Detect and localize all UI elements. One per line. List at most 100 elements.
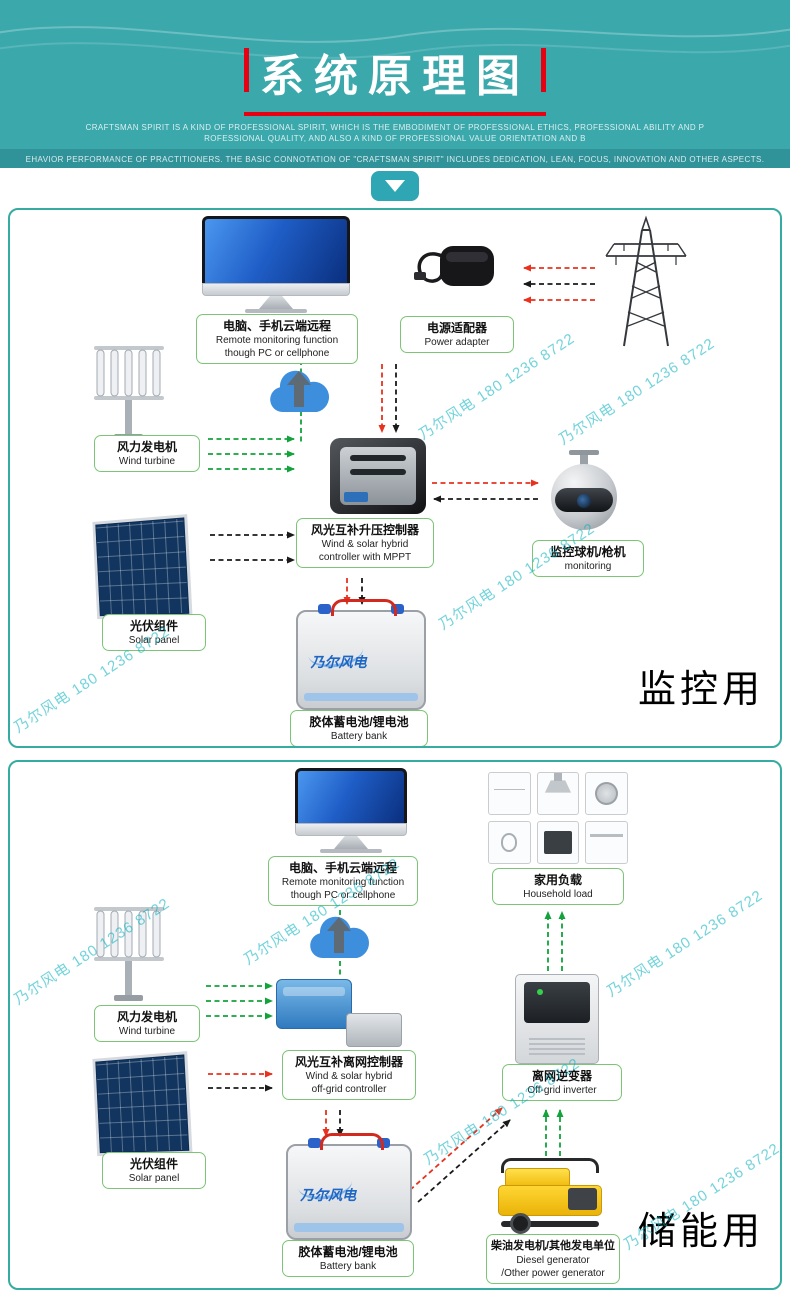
label-en-text: though PC or cellphone [290,890,396,901]
title-accent-left [244,48,249,92]
solar-panel-label: 光伏组件 Solar panel [102,614,206,651]
label-zh-text: 电脑、手机云端远程 [222,319,331,333]
header-banner: 系统原理图 CRAFTSMAN SPIRIT IS A KIND OF PROF… [0,0,790,168]
household-load-label: 家用负载 Household load [492,868,624,905]
label-en-text: Wind & solar hybrid [305,1071,393,1082]
battery-cable [330,599,398,616]
label-zh-text: 光伏组件 [129,619,178,633]
title-underline [244,112,546,116]
panel-usage-label: 监控用 [638,669,765,711]
label-zh-text: 柴油发电机/其他发电单位 [491,1240,616,1252]
label-zh-text: 胶体蓄电池/锂电池 [309,715,409,729]
label-en-text: Household load [523,889,593,900]
battery-image: 乃尔风电 [296,599,426,710]
battery-image: 乃尔风电 [286,1133,412,1240]
label-zh-text: 风力发电机 [116,440,177,454]
label-zh-text: 胶体蓄电池/锂电池 [298,1245,398,1259]
chevron-down-icon [371,171,419,201]
wind-turbine-label: 风力发电机 Wind turbine [94,1005,200,1042]
label-en-text: controller with MPPT [318,552,412,563]
label-en-text: Remote monitoring function [281,877,405,888]
computer-label: 电脑、手机云端远程 Remote monitoring function tho… [196,314,358,364]
battery-label: 胶体蓄电池/锂电池 Battery bank [290,710,428,746]
camera-lens [577,494,591,508]
generator-label: 柴油发电机/其他发电单位 Diesel generator /Other pow… [486,1234,620,1284]
controller-blue-unit [276,979,352,1029]
label-en-text: Solar panel [128,635,180,646]
hybrid-controller-image [330,438,426,514]
label-en-text: Diesel generator [516,1255,590,1266]
diesel-generator-image [494,1158,606,1234]
label-zh-text: 监控球机/枪机 [550,545,626,559]
label-en-text: Off-grid inverter [527,1085,597,1096]
subtitle-line-3: EHAVIOR PERFORMANCE OF PRACTITIONERS. TH… [25,155,765,164]
subtitle-line-1: CRAFTSMAN SPIRIT IS A KIND OF PROFESSION… [85,123,705,132]
monitoring-camera-image [544,450,624,536]
battery-cable [319,1133,385,1150]
solar-panel-image [92,514,193,620]
watermark-text: 乃尔风电 180 1236 8722 [555,334,719,449]
wind-turbine-image [80,899,178,1003]
wind-turbine-image [80,338,178,442]
panel-usage-label: 储能用 [638,1211,765,1253]
label-en-text: Remote monitoring function [215,335,339,346]
power-adapter-image [406,226,506,312]
label-zh-text: 家用负载 [533,873,582,887]
solar-panel-label: 光伏组件 Solar panel [102,1152,206,1189]
wind-turbine-label: 风力发电机 Wind turbine [94,435,200,472]
watermark-text: 乃尔风电 180 1236 8722 [603,886,767,1001]
camera-label: 监控球机/枪机 monitoring [532,540,644,577]
label-zh-text: 风光互补升压控制器 [310,523,419,537]
household-appliances-image [488,772,628,864]
power-tower-image [590,214,702,348]
solar-panel-image [92,1051,193,1157]
label-en-text: though PC or cellphone [224,348,330,359]
label-en-text: monitoring [564,561,612,572]
computer-screen [295,768,407,823]
page-title-text: 系统原理图 [260,52,530,101]
battery-label: 胶体蓄电池/锂电池 Battery bank [282,1240,414,1277]
fridge-icon [488,772,531,815]
water-heater-icon [488,821,531,864]
label-zh-text: 风力发电机 [116,1010,177,1024]
battery-brand-text: 乃尔风电 [310,654,367,671]
inverter-image [515,974,599,1064]
label-zh-text: 电源适配器 [426,321,487,335]
label-en-text: Power adapter [424,337,490,348]
label-en-text: /Other power generator [501,1268,605,1279]
label-en-text: Battery bank [319,1261,377,1272]
monitoring-panel: 电脑、手机云端远程 Remote monitoring function tho… [8,208,782,748]
label-en-text: Battery bank [330,731,388,742]
wave-decoration [0,26,790,59]
label-zh-text: 风光互补离网控制器 [294,1055,403,1069]
computer-screen [202,216,350,283]
power-adapter-label: 电源适配器 Power adapter [400,316,514,353]
controller-aluminium-box [346,1013,402,1047]
page-title: 系统原理图 [244,40,546,116]
header-gap [0,168,790,208]
title-accent-right [541,48,546,92]
computer-label: 电脑、手机云端远程 Remote monitoring function tho… [268,856,418,906]
cloud-upload-icon [266,366,332,422]
offgrid-controller-image [276,975,402,1047]
storage-panel: 电脑、手机云端远程 Remote monitoring function tho… [8,760,782,1290]
label-en-text: Wind turbine [118,456,176,467]
label-zh-text: 电脑、手机云端远程 [288,861,397,875]
label-zh-text: 离网逆变器 [531,1069,592,1083]
air-conditioner-icon [585,821,628,864]
cloud-upload-icon [306,912,372,968]
range-hood-icon [536,772,580,815]
computer-image [295,768,407,853]
washing-machine-icon [585,772,628,815]
label-en-text: off-grid controller [311,1084,387,1095]
label-zh-text: 光伏组件 [129,1157,178,1171]
oven-icon [536,821,580,864]
label-en-text: Wind turbine [118,1026,176,1037]
label-en-text: Solar panel [128,1173,180,1184]
subtitle-line-2: ROFESSIONAL QUALITY, AND ALSO A KIND OF … [204,134,586,143]
hybrid-controller-label: 风光互补升压控制器 Wind & solar hybrid controller… [296,518,434,568]
inverter-label: 离网逆变器 Off-grid inverter [502,1064,622,1101]
computer-image [202,216,350,313]
label-en-text: Wind & solar hybrid [321,539,409,550]
